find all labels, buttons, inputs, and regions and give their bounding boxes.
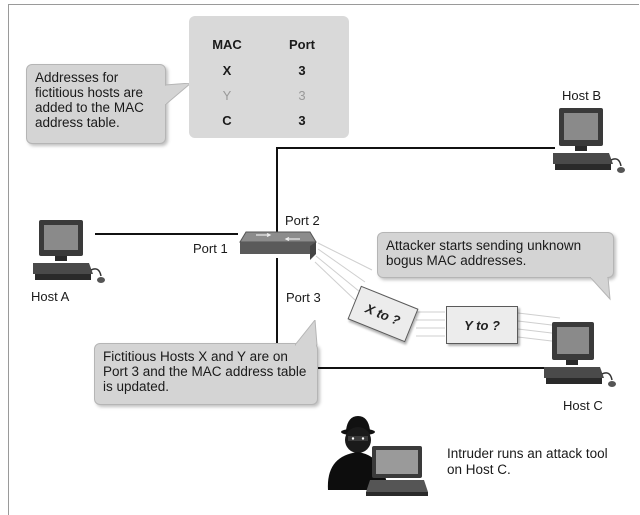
mac-cell: Y (222, 88, 232, 103)
host-a-label: Host A (31, 289, 70, 304)
switch-icon (239, 231, 317, 260)
port-cell: 3 (298, 88, 306, 103)
laptop-icon (366, 446, 428, 496)
frame-y-label: Y to ? (464, 317, 500, 333)
mac-address-table: MAC Port X 3 Y 3 C 3 (189, 16, 349, 138)
port-2-label: Port 2 (285, 213, 320, 228)
intruder-note: Intruder runs an attack tool on Host C. (447, 446, 608, 477)
callout-attacker-text: Attacker starts sending unknown bogus MA… (386, 238, 582, 268)
port-1-label: Port 1 (193, 241, 228, 256)
callout-fictitious-hosts: Fictitious Hosts X and Y are on Port 3 a… (94, 320, 318, 405)
frame-x-label: X to ? (363, 300, 403, 328)
callout-addresses-text: Addresses for fictitious hosts are added… (35, 70, 144, 130)
callout-tail (590, 277, 611, 301)
link-port-2-host-b (276, 147, 555, 250)
table-row: X 3 (197, 58, 347, 83)
port-3-label: Port 3 (286, 290, 321, 305)
callout-addresses-added: Addresses for fictitious hosts are added… (26, 64, 191, 144)
host-c-label: Host C (563, 398, 603, 413)
callout-tail (165, 83, 191, 106)
port-cell: 3 (298, 63, 306, 78)
host-b-computer-icon (553, 108, 625, 173)
host-c-computer-icon (544, 322, 616, 387)
table-row: C 3 (197, 108, 347, 133)
mac-cell: X (222, 63, 232, 78)
callout-fictitious-text: Fictitious Hosts X and Y are on Port 3 a… (103, 349, 307, 394)
diagram-frame (8, 4, 639, 515)
callout-tail (295, 320, 318, 346)
frame-y-envelope-icon: Y to ? (446, 306, 518, 344)
callout-attacker: Attacker starts sending unknown bogus MA… (377, 232, 614, 301)
port-column-header: Port (289, 36, 315, 52)
table-row: Y 3 (197, 83, 347, 108)
mac-column-header: MAC (212, 36, 242, 52)
host-a-computer-icon (33, 220, 105, 283)
host-b-label: Host B (562, 88, 602, 103)
port-cell: 3 (298, 113, 306, 128)
mac-cell: C (222, 113, 232, 128)
